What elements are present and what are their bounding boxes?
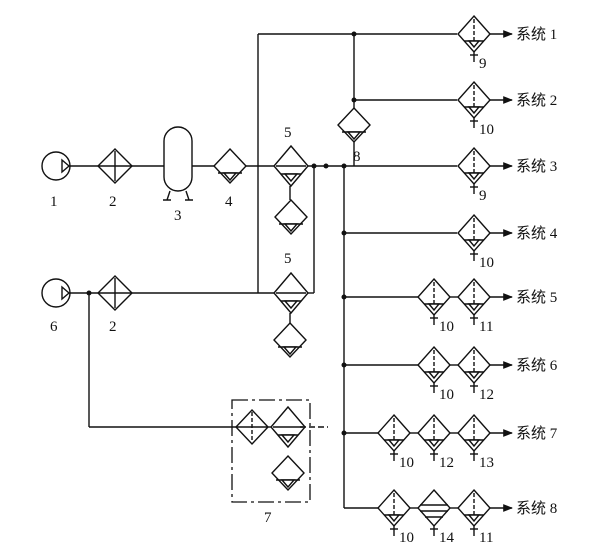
unit-8 [337,106,371,166]
label-7: 7 [264,510,272,526]
label-2-lower: 2 [109,319,117,335]
junction-dot [341,163,347,169]
label-3: 3 [174,208,182,224]
system-label: 系统 1 [516,26,557,43]
filter-unit-10 [377,488,411,536]
component-label: 11 [479,530,493,545]
component-label: 9 [479,188,487,204]
system-label: 系统 5 [516,289,557,306]
filter-2-upper [97,148,133,184]
component-label: 14 [439,530,455,545]
junction-dot [86,290,92,296]
component-label: 9 [479,56,487,72]
filter-unit-10 [417,277,451,325]
component-label: 11 [479,319,493,335]
system-row-3: 9 系统 3 [457,146,557,204]
label-6: 6 [50,319,58,335]
system-label: 系统 3 [516,158,557,175]
junction-dot [311,163,317,169]
junction-dot [323,163,329,169]
filter-unit-11 [457,488,491,536]
system-label: 系统 7 [516,425,558,442]
air-compressor-1 [41,151,71,181]
system-label: 系统 4 [516,225,558,242]
label-4: 4 [225,194,233,210]
filter-unit-13 [457,413,491,461]
label-1: 1 [50,194,58,210]
junction-dot [341,230,347,236]
filter-unit-12 [457,345,491,393]
junction-dot [341,294,347,300]
filter-2-lower [97,275,133,311]
filter-unit-10 [417,345,451,393]
label-5-upper: 5 [284,125,292,141]
system-label: 系统 2 [516,92,557,109]
label-2-upper: 2 [109,194,117,210]
air-compressor-6 [41,278,71,308]
system-label: 系统 6 [516,357,558,374]
filter-unit-9 [457,146,491,194]
filter-unit-10 [457,213,491,261]
component-label: 10 [399,455,414,471]
pipe-junctions [86,31,357,436]
system-row-4: 10 系统 4 [457,213,558,271]
component-label: 10 [479,122,494,138]
label-5-lower: 5 [284,251,292,267]
dryer-5-lower [273,271,309,315]
dryer-5-upper [273,144,309,188]
system-row-7: 10 12 13 系统 7 [377,413,558,471]
system-row-1: 9 系统 1 [457,14,557,72]
air-tank-3 [163,126,193,201]
component-label: 12 [479,387,494,403]
system-row-5: 10 11 系统 5 [417,277,557,335]
junction-dot [341,430,347,436]
dryer-5-lower-lower-element [273,321,307,359]
component-label: 10 [479,255,494,271]
component-label: 10 [439,319,454,335]
component-label: 10 [439,387,454,403]
component-label: 12 [439,455,454,471]
filter-4 [213,147,247,185]
system-row-8: 10 14 11 系统 8 [377,488,557,545]
component-label: 10 [399,530,414,545]
filter-unit-10 [377,413,411,461]
system-label: 系统 8 [516,500,557,517]
junction-dot [351,97,357,103]
filter-unit-10 [457,80,491,128]
system-row-6: 10 12 系统 6 [417,345,558,403]
junction-dot [341,362,347,368]
filter-unit-12 [417,413,451,461]
filter-unit-11 [457,277,491,325]
component-label: 13 [479,455,494,471]
filter-unit-14 [417,488,451,536]
pipe-lines [69,30,513,512]
label-8: 8 [353,149,361,165]
unit-7 [231,399,311,503]
filter-unit-9 [457,14,491,62]
system-row-2: 10 系统 2 [457,80,557,138]
dryer-5-upper-lower-element [274,198,308,236]
junction-dot [351,31,357,37]
